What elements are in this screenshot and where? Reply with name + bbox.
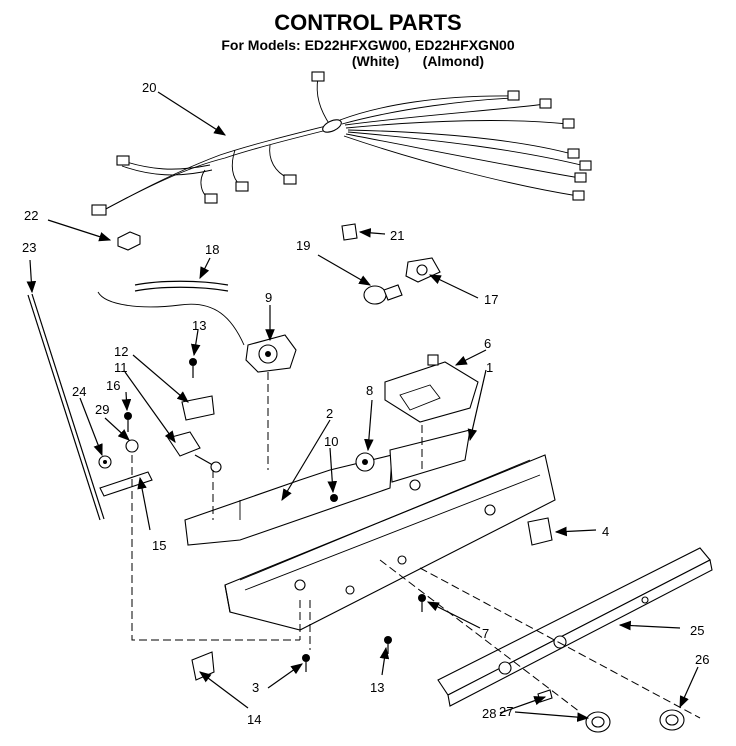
part-8-knob: [355, 452, 375, 472]
part-24-washer: [98, 455, 112, 469]
callout-15: 15: [152, 538, 166, 553]
diagram-title: CONTROL PARTS: [274, 10, 461, 35]
callout-23: 23: [22, 240, 36, 255]
part-14-clip: [191, 651, 215, 681]
part-13-screw-upper: [189, 358, 197, 378]
callout-17: 17: [484, 292, 498, 307]
part-3-screw: [302, 654, 310, 672]
part-4-switch: [527, 517, 553, 546]
part-6-control-board: [384, 354, 479, 423]
assembly-lines: [131, 372, 701, 719]
part-28-clip: [537, 689, 553, 703]
part-27-knob: [585, 711, 611, 733]
models-line: For Models: ED22HFXGW00, ED22HFXGN00: [221, 37, 515, 53]
callout-14: 14: [247, 712, 261, 727]
part-7-screw: [418, 594, 426, 612]
callout-13-upper: 13: [192, 318, 206, 333]
callout-25: 25: [690, 623, 704, 638]
callout-21: 21: [390, 228, 404, 243]
part-29-washer: [125, 439, 139, 453]
callout-24: 24: [72, 384, 86, 399]
callout-labels: 20 22 21 23 18 19 17 9 13 12 11 6 1 8 2 …: [22, 80, 709, 727]
part-1-housing: [224, 429, 556, 631]
part-22-clip: [117, 231, 141, 251]
part-17-socket: [405, 257, 441, 283]
part-16-screw: [124, 412, 132, 432]
part-12-bracket: [181, 395, 215, 421]
callout-28: 28: [482, 706, 496, 721]
variants-line: (White) (Almond): [352, 53, 484, 69]
part-26-knob: [659, 709, 685, 731]
callout-2: 2: [326, 406, 333, 421]
callout-11: 11: [114, 360, 128, 375]
callout-4: 4: [602, 524, 609, 539]
callout-26: 26: [695, 652, 709, 667]
callout-20: 20: [142, 80, 156, 95]
leader-lines: [26, 91, 699, 722]
callout-22: 22: [24, 208, 38, 223]
part-11-control: [167, 431, 222, 473]
wire-harness: [91, 71, 592, 216]
callout-16: 16: [106, 378, 120, 393]
part-21-clip: [341, 223, 358, 241]
callout-1: 1: [486, 360, 493, 375]
part-25-control-panel: [437, 547, 713, 707]
callout-8: 8: [366, 383, 373, 398]
callout-18: 18: [205, 242, 219, 257]
callout-10: 10: [324, 434, 338, 449]
callout-13-lower: 13: [370, 680, 384, 695]
callout-27: 27: [499, 704, 513, 719]
callout-7: 7: [482, 626, 489, 641]
callout-6: 6: [484, 336, 491, 351]
part-9-thermostat: [245, 334, 297, 373]
capillary-tube: [97, 291, 245, 346]
callout-3: 3: [252, 680, 259, 695]
part-23-rod: [27, 293, 105, 521]
callout-9: 9: [265, 290, 272, 305]
callout-12: 12: [114, 344, 128, 359]
callout-19: 19: [296, 238, 310, 253]
part-10-screw: [330, 494, 338, 502]
part-15-linkage: [99, 471, 153, 497]
callout-29: 29: [95, 402, 109, 417]
part-19-bulb: [363, 284, 403, 305]
part-18-tube: [134, 280, 229, 292]
